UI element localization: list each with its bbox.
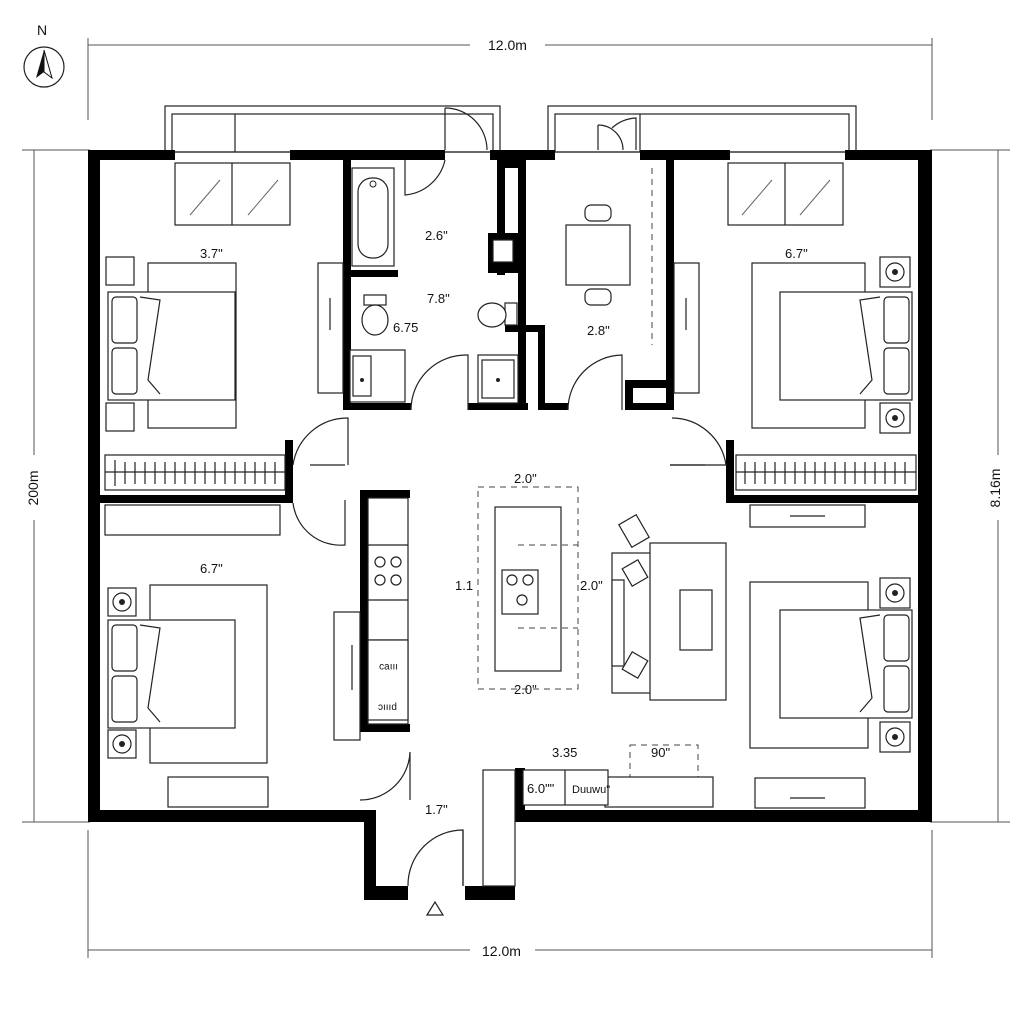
dimension-right: 8.16m xyxy=(987,469,1003,508)
label-island-left: 1.1 xyxy=(455,578,473,593)
appliance-cabinet xyxy=(367,639,409,721)
entry-cabinet xyxy=(482,769,609,887)
dimension-left: 200m xyxy=(25,470,41,505)
interior-walls xyxy=(285,160,918,822)
toilet-left xyxy=(361,294,389,336)
label-entry: 1.7" xyxy=(425,802,448,817)
dresser-se-top xyxy=(749,504,866,528)
tv-console xyxy=(604,744,714,808)
washbasin-small xyxy=(492,239,514,263)
label-island-bottom: 2.0" xyxy=(514,682,537,697)
stove-icon xyxy=(374,556,402,586)
dining-table xyxy=(565,168,653,345)
bathtub xyxy=(351,167,395,267)
coffee-area xyxy=(649,542,727,701)
dimension-top: 12.0m xyxy=(488,37,527,53)
window-nw xyxy=(174,162,291,226)
wardrobe-nw xyxy=(104,454,286,491)
window-ne xyxy=(727,162,844,226)
label-island-right: 2.0" xyxy=(580,578,603,593)
dimension-bottom: 12.0m xyxy=(482,943,521,959)
label-counter-a: 6.0"" xyxy=(527,781,555,796)
label-appliance-a: ıııɐɔ xyxy=(379,661,398,672)
label-bath-top: 2.6" xyxy=(425,228,448,243)
label-counter-b: Duuwu" xyxy=(572,784,610,796)
toilet-right xyxy=(477,302,518,328)
dresser-sw xyxy=(167,776,269,808)
label-bath-mid: 7.8" xyxy=(427,291,450,306)
kitchen-island xyxy=(477,486,579,690)
desk-nw xyxy=(317,262,344,394)
label-bedroom-sw: 6.7" xyxy=(200,561,223,576)
compass-needle-icon xyxy=(36,50,44,78)
bed-ne xyxy=(751,256,913,434)
label-bedroom-ne: 6.7" xyxy=(785,246,808,261)
north-compass: N xyxy=(23,22,65,88)
dimension-lines xyxy=(22,38,1010,958)
desk-ne xyxy=(673,262,700,394)
compass-ring xyxy=(23,46,65,88)
label-toilet: 6.75 xyxy=(393,320,418,335)
sink-right xyxy=(477,354,519,404)
armchair xyxy=(618,513,650,549)
bed-sw xyxy=(107,584,268,764)
shelf-sw xyxy=(104,504,281,536)
desk-sw xyxy=(333,611,361,741)
label-island-top: 2.0" xyxy=(514,471,537,486)
label-hall-dim: 3.35 xyxy=(552,745,577,760)
wardrobe-ne xyxy=(735,454,917,491)
bed-nw xyxy=(105,256,237,432)
sink-left xyxy=(349,349,406,403)
doors xyxy=(292,159,727,887)
dresser-se-bottom xyxy=(754,777,866,809)
bed-se xyxy=(749,577,913,753)
label-tv-dim: 90" xyxy=(651,745,670,760)
label-bedroom-nw: 3.7" xyxy=(200,246,223,261)
label-appliance-b: ɔıııd xyxy=(378,702,397,713)
label-dining: 2.8" xyxy=(587,323,610,338)
entry-arrow-icon xyxy=(425,900,445,916)
balconies xyxy=(164,105,857,153)
compass-label: N xyxy=(37,22,47,38)
